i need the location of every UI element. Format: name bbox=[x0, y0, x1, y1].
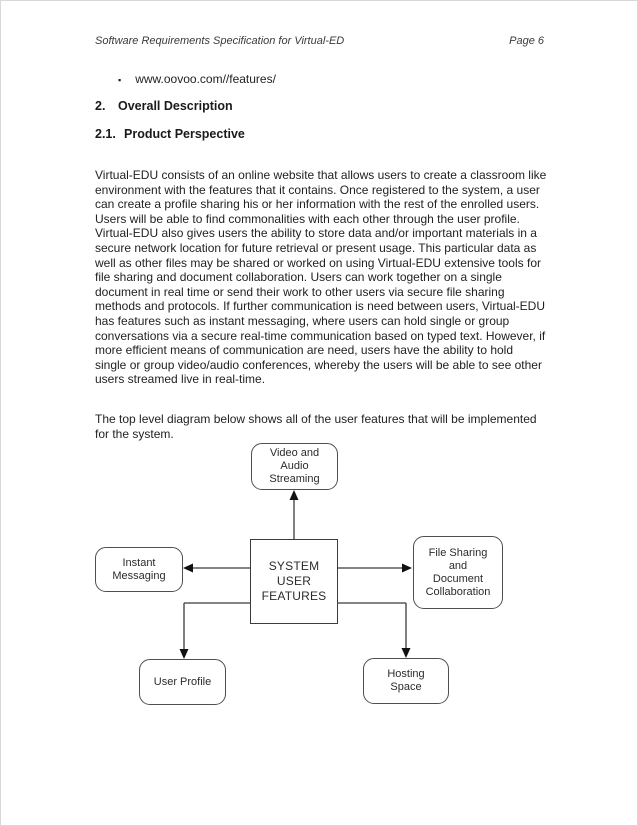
section-number: 2.1. bbox=[95, 127, 116, 141]
bullet-item: ▪ www.oovoo.com//features/ bbox=[118, 72, 276, 86]
section-heading-product-perspective: 2.1. Product Perspective bbox=[95, 127, 245, 141]
square-bullet-icon: ▪ bbox=[118, 75, 122, 85]
system-user-features-diagram: Video and Audio Streaming SYSTEM USER FE… bbox=[1, 431, 637, 741]
header-title: Software Requirements Specification for … bbox=[95, 35, 345, 47]
section-title: Overall Description bbox=[118, 99, 233, 113]
diagram-node-video-audio-streaming: Video and Audio Streaming bbox=[251, 443, 338, 490]
diagram-node-hosting-space: Hosting Space bbox=[363, 658, 449, 704]
section-heading-overall-description: 2. Overall Description bbox=[95, 99, 233, 113]
section-number: 2. bbox=[95, 99, 106, 113]
product-perspective-paragraph: Virtual-EDU consists of an online websit… bbox=[95, 168, 547, 387]
page-header: Software Requirements Specification for … bbox=[95, 35, 544, 47]
diagram-node-system-user-features: SYSTEM USER FEATURES bbox=[250, 539, 338, 624]
header-page-number: Page 6 bbox=[509, 35, 544, 47]
diagram-node-user-profile: User Profile bbox=[139, 659, 226, 705]
diagram-intro-paragraph: The top level diagram below shows all of… bbox=[95, 412, 537, 441]
diagram-node-file-sharing-document-collaboration: File Sharing and Document Collaboration bbox=[413, 536, 503, 609]
bullet-label: www.oovoo.com//features/ bbox=[135, 72, 276, 86]
section-title: Product Perspective bbox=[124, 127, 245, 141]
diagram-node-instant-messaging: Instant Messaging bbox=[95, 547, 183, 592]
